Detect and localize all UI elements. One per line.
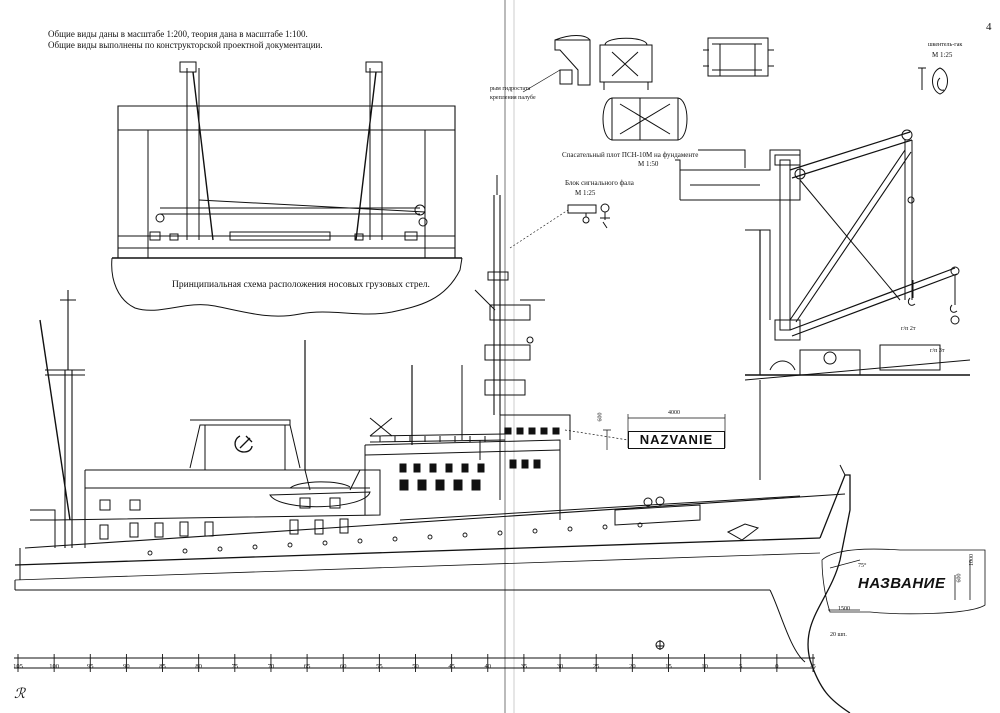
nameplate-cyr-angle: 75° — [858, 563, 867, 569]
frame-scale-label: 80 — [195, 663, 202, 670]
frame-scale-label: 100 — [49, 663, 59, 670]
page-fold — [504, 0, 515, 713]
frame-scale-label: 55 — [376, 663, 383, 670]
funnel-emblem — [234, 435, 253, 453]
shackle-caption: шкентель-гак — [928, 42, 963, 48]
bow-derricks-caption: Принципиальная схема расположения носовы… — [172, 280, 430, 290]
frame-scale — [14, 654, 815, 672]
frame-scale-label: 35 — [520, 663, 528, 670]
shackle-scale: М 1:25 — [932, 51, 953, 59]
frame-scale-label: 10 — [701, 663, 708, 670]
bow-derrick-scheme — [111, 61, 463, 317]
nameplate-cyr-offset: 1500 — [838, 606, 850, 612]
frame-scale-label: 85 — [159, 663, 166, 670]
frame-scale-label: 95 — [87, 663, 94, 670]
frame-scale-label: 75 — [231, 663, 239, 670]
signature-mark: ℛ — [14, 687, 26, 702]
liferaft-details — [522, 35, 774, 141]
signal-block-scale: М 1:25 — [575, 189, 596, 197]
liferaft-label-deck: крепления палубе — [490, 95, 536, 101]
liferaft-caption: Спасательный плот ПСН-10М на фундаменте — [562, 151, 699, 159]
source-note: Общие виды выполнены по конструкторской … — [48, 40, 323, 50]
nameplate-cyrillic: НАЗВАНИЕ — [858, 575, 946, 592]
nameplate-cyr-height: 600 — [956, 573, 963, 583]
frame-scale-label: 30 — [556, 663, 564, 670]
liferaft-scale: М 1:50 — [638, 160, 659, 168]
frame-scale-label: 60 — [339, 663, 347, 670]
nameplate-latin: NAZVANIE — [628, 431, 725, 449]
frame-scale-label: 5 — [739, 663, 743, 670]
frame-scale-label: 0 — [775, 663, 779, 670]
signal-block-detail — [509, 203, 610, 249]
frame-scale-label: 25 — [592, 663, 600, 670]
nameplate-cyr-total: 1000 — [969, 554, 975, 566]
frame-scale-label: -5 — [810, 663, 816, 670]
nameplate-cyr-dims — [821, 548, 986, 615]
nameplate-cyr-frame: 20 шп. — [830, 632, 847, 638]
shackle-detail — [918, 67, 948, 95]
nameplate-lat-height: 600 — [597, 412, 604, 422]
frame-scale-label: 45 — [448, 663, 455, 670]
frame-scale-label: 40 — [484, 663, 492, 670]
page-number: 4 — [986, 21, 992, 33]
nameplate-lat-width: 4000 — [668, 410, 680, 416]
frame-scale-label: 65 — [303, 663, 311, 670]
signal-block-caption: Блок сигнального фала — [565, 179, 634, 187]
liferaft-label-hydrostat: рым гидростата — [490, 86, 531, 92]
frame-scale-label: 50 — [412, 663, 419, 670]
frame-scale-label: 15 — [665, 663, 672, 670]
frame-scale-label: 20 — [629, 663, 636, 670]
derrick-load-2t: г/п 2т — [901, 326, 916, 332]
derrick-load-3t: г/п 3т — [930, 348, 945, 354]
frame-scale-label: 105 — [13, 663, 23, 670]
derrick-detail — [675, 129, 971, 381]
scale-note: Общие виды даны в масштабе 1:200, теория… — [48, 29, 308, 39]
ship-profile — [14, 175, 851, 713]
frame-scale-label: 90 — [123, 663, 130, 670]
frame-scale-label: 70 — [267, 663, 275, 670]
